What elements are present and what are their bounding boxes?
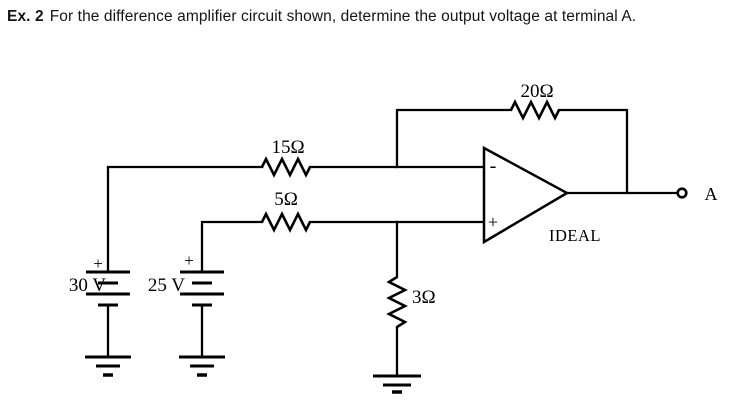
problem-number: Ex. 2 xyxy=(7,8,44,25)
label-resistor-20ohm: 20Ω xyxy=(520,81,553,102)
plus-sign-source-30v: + xyxy=(93,254,103,273)
ground-symbol-3ohm xyxy=(373,374,421,394)
label-resistor-5ohm: 5Ω xyxy=(274,189,298,210)
label-output-terminal-a: A xyxy=(705,184,718,204)
resistor-15ohm xyxy=(260,156,312,178)
resistor-3ohm xyxy=(386,275,408,329)
wire-feedback-right xyxy=(557,108,629,195)
problem-statement: Ex. 2 For the difference amplifier circui… xyxy=(7,7,739,27)
problem-text: For the difference amplifier circuit sho… xyxy=(49,8,637,25)
plus-sign-source-25v: + xyxy=(184,251,194,270)
wire-feedback-left xyxy=(395,108,513,169)
wire-v1-to-inverting-resistor xyxy=(106,165,264,274)
resistor-5ohm xyxy=(260,211,312,233)
label-opamp-ideal: IDEAL xyxy=(549,226,601,245)
label-resistor-3ohm: 3Ω xyxy=(412,287,436,308)
label-source-25v: 25 V xyxy=(148,275,185,296)
wire-v2-to-noninverting-resistor xyxy=(200,220,264,274)
label-resistor-15ohm: 15Ω xyxy=(271,137,304,158)
opamp-plus-sign: + xyxy=(488,212,498,232)
label-source-30v: 30 V xyxy=(69,275,106,296)
ground-symbol-v2 xyxy=(179,355,225,377)
battery-25v xyxy=(180,270,224,307)
output-terminal-circle xyxy=(676,187,688,199)
resistor-20ohm xyxy=(509,99,561,121)
opamp-minus-sign: - xyxy=(490,155,497,177)
battery-30v xyxy=(86,270,130,307)
opamp-triangle xyxy=(482,145,570,245)
ground-symbol-v1 xyxy=(85,355,131,377)
